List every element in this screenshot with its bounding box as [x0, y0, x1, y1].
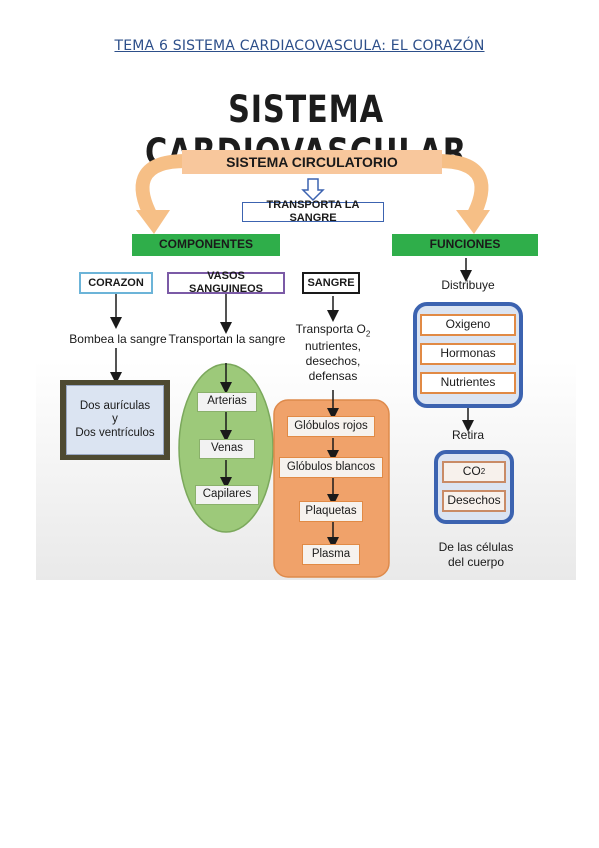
- sangre-group: [273, 399, 390, 578]
- function-item-desechos-label: Desechos: [447, 493, 501, 508]
- sangre-action-line-3: defensas: [308, 369, 358, 384]
- vasos-item-capilares: Capilares: [195, 485, 259, 505]
- function-origin-line-1: De las células: [438, 540, 514, 554]
- vasos-item-arterias-label: Arterias: [207, 395, 247, 408]
- sangre-item-globulos-blancos: Glóbulos blancos: [279, 457, 383, 478]
- vasos-node: VASOS SANGUINEOS: [167, 270, 285, 295]
- vasos-item-venas-label: Venas: [211, 442, 243, 455]
- function-item-hormonas: Hormonas: [420, 343, 516, 365]
- sangre-action-sub: 2: [365, 329, 371, 339]
- vasos-item-venas: Venas: [199, 439, 255, 459]
- vasos-label: VASOS SANGUINEOS: [189, 270, 263, 295]
- corazon-part-and: y: [112, 413, 118, 426]
- sangre-action-prefix: Transporta O: [295, 322, 366, 336]
- corazon-part-atria: Dos aurículas: [79, 400, 151, 413]
- root-down-arrow: [301, 178, 325, 202]
- sangre-item-plaquetas: Plaquetas: [299, 501, 363, 522]
- sangre-item-globulos-rojos: Glóbulos rojos: [287, 416, 375, 437]
- function-item-nutrientes: Nutrientes: [420, 372, 516, 394]
- function-item-co2-sub: 2: [480, 467, 486, 477]
- function-origin-line-2: del cuerpo: [447, 555, 505, 569]
- right-branch-arrow: [437, 154, 489, 222]
- retira-label: Retira: [451, 428, 484, 442]
- right-branch-arrowhead: [456, 210, 490, 234]
- left-branch-arrowhead: [136, 210, 170, 234]
- corazon-label: CORAZON: [88, 276, 144, 289]
- sangre-item-globulos-blancos-label: Glóbulos blancos: [286, 460, 376, 473]
- corazon-parts-inner: Dos aurículas y Dos ventrículos: [66, 385, 164, 455]
- root-label: SISTEMA CIRCULATORIO: [226, 153, 398, 170]
- function-item-desechos: Desechos: [442, 490, 506, 512]
- vasos-item-capilares-label: Capilares: [202, 488, 252, 501]
- document-title: TEMA 6 SISTEMA CARDIACOVASCULA: EL CORAZ…: [114, 38, 485, 54]
- function-item-hormonas-label: Hormonas: [440, 346, 496, 361]
- function-item-nutrientes-label: Nutrientes: [440, 375, 496, 390]
- root-node: SISTEMA CIRCULATORIO: [182, 150, 442, 174]
- sangre-item-globulos-rojos-label: Glóbulos rojos: [294, 419, 368, 432]
- distribuye-label: Distribuye: [441, 278, 495, 292]
- functions-header: FUNCIONES: [392, 234, 538, 256]
- sangre-item-plasma-label: Plasma: [311, 547, 351, 560]
- sangre-item-plaquetas-label: Plaquetas: [305, 504, 357, 517]
- components-header: COMPONENTES: [132, 234, 280, 256]
- cardiovascular-diagram: SISTEMA CARDIOVASCULAR: [36, 58, 576, 580]
- sangre-label: SANGRE: [307, 276, 355, 289]
- corazon-action: Bombea la sangre: [69, 332, 167, 346]
- root-description-node: TRANSPORTA LA SANGRE: [242, 199, 384, 224]
- sangre-action-line-1: nutrientes,: [304, 339, 362, 354]
- function-origin: De las células del cuerpo: [428, 540, 524, 570]
- corazon-part-ventricles: Dos ventrículos: [75, 426, 155, 439]
- functions-label: FUNCIONES: [429, 237, 501, 252]
- sangre-action: Transporta O2 nutrientes, desechos, defe…: [286, 322, 380, 384]
- sangre-node: SANGRE: [302, 272, 360, 294]
- vasos-item-arterias: Arterias: [197, 392, 257, 412]
- vasos-action: Transportan la sangre: [168, 332, 286, 346]
- sangre-item-plasma: Plasma: [302, 544, 360, 565]
- function-item-oxigeno: Oxigeno: [420, 314, 516, 336]
- root-description: TRANSPORTA LA SANGRE: [266, 199, 360, 224]
- components-label: COMPONENTES: [158, 237, 253, 252]
- function-item-co2-prefix: CO: [462, 464, 481, 479]
- corazon-node: CORAZON: [79, 272, 153, 294]
- sangre-action-line-2: desechos,: [305, 354, 361, 369]
- corazon-parts-box: Dos aurículas y Dos ventrículos: [60, 380, 170, 460]
- left-branch-arrow: [135, 154, 187, 222]
- function-item-oxigeno-label: Oxigeno: [445, 317, 491, 332]
